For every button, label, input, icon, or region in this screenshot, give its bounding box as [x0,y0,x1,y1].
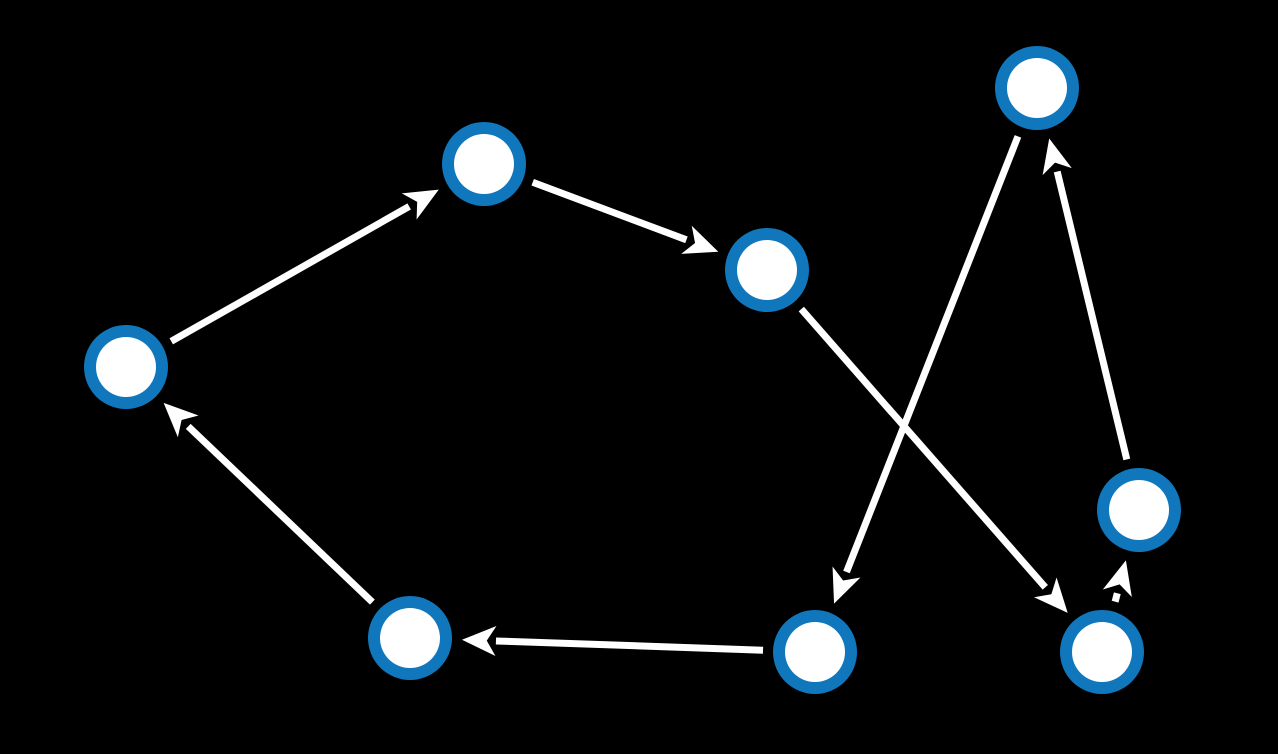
edge-layer [163,135,1132,656]
edge-shaft [1053,170,1131,461]
graph-edge-n3-n8[interactable] [798,306,1068,613]
edge-arrowhead-icon [461,625,497,656]
edge-arrowhead-icon [832,566,861,604]
edge-arrowhead-icon [1034,577,1068,613]
node-fill [1109,480,1169,540]
edge-shaft [531,178,688,244]
edge-shaft [1111,592,1121,603]
graph-node-n6[interactable] [368,596,452,680]
edge-arrowhead-icon [1042,138,1072,176]
edge-arrowhead-icon [681,225,719,254]
edge-arrowhead-icon [1102,560,1132,597]
node-fill [454,134,514,194]
node-layer [84,46,1181,694]
graph-node-n4[interactable] [995,46,1079,130]
node-fill [380,608,440,668]
graph-edge-n1-n2[interactable] [169,189,439,345]
graph-node-n2[interactable] [442,122,526,206]
node-fill [1007,58,1067,118]
node-fill [1072,622,1132,682]
graph-edge-n2-n3[interactable] [531,178,719,254]
graph-node-n1[interactable] [84,325,168,409]
graph-node-n8[interactable] [1060,610,1144,694]
edge-arrowhead-icon [163,402,199,438]
node-fill [737,240,797,300]
graph-edge-n6-n1[interactable] [163,402,375,605]
edge-shaft [495,637,764,654]
node-fill [96,337,156,397]
graph-edge-n7-n6[interactable] [461,625,764,656]
graph-node-n5[interactable] [1097,468,1181,552]
edge-shaft [169,203,411,345]
edge-arrowhead-icon [401,189,439,220]
graph-edge-n8-n5[interactable] [1102,560,1132,603]
edge-shaft [185,423,375,605]
edge-shaft [798,306,1048,590]
graph-edge-n5-n4[interactable] [1042,138,1131,461]
graph-node-n7[interactable] [773,610,857,694]
edge-shaft [843,135,1022,574]
graph-node-n3[interactable] [725,228,809,312]
node-fill [785,622,845,682]
graph-edge-n4-n7[interactable] [832,135,1022,604]
